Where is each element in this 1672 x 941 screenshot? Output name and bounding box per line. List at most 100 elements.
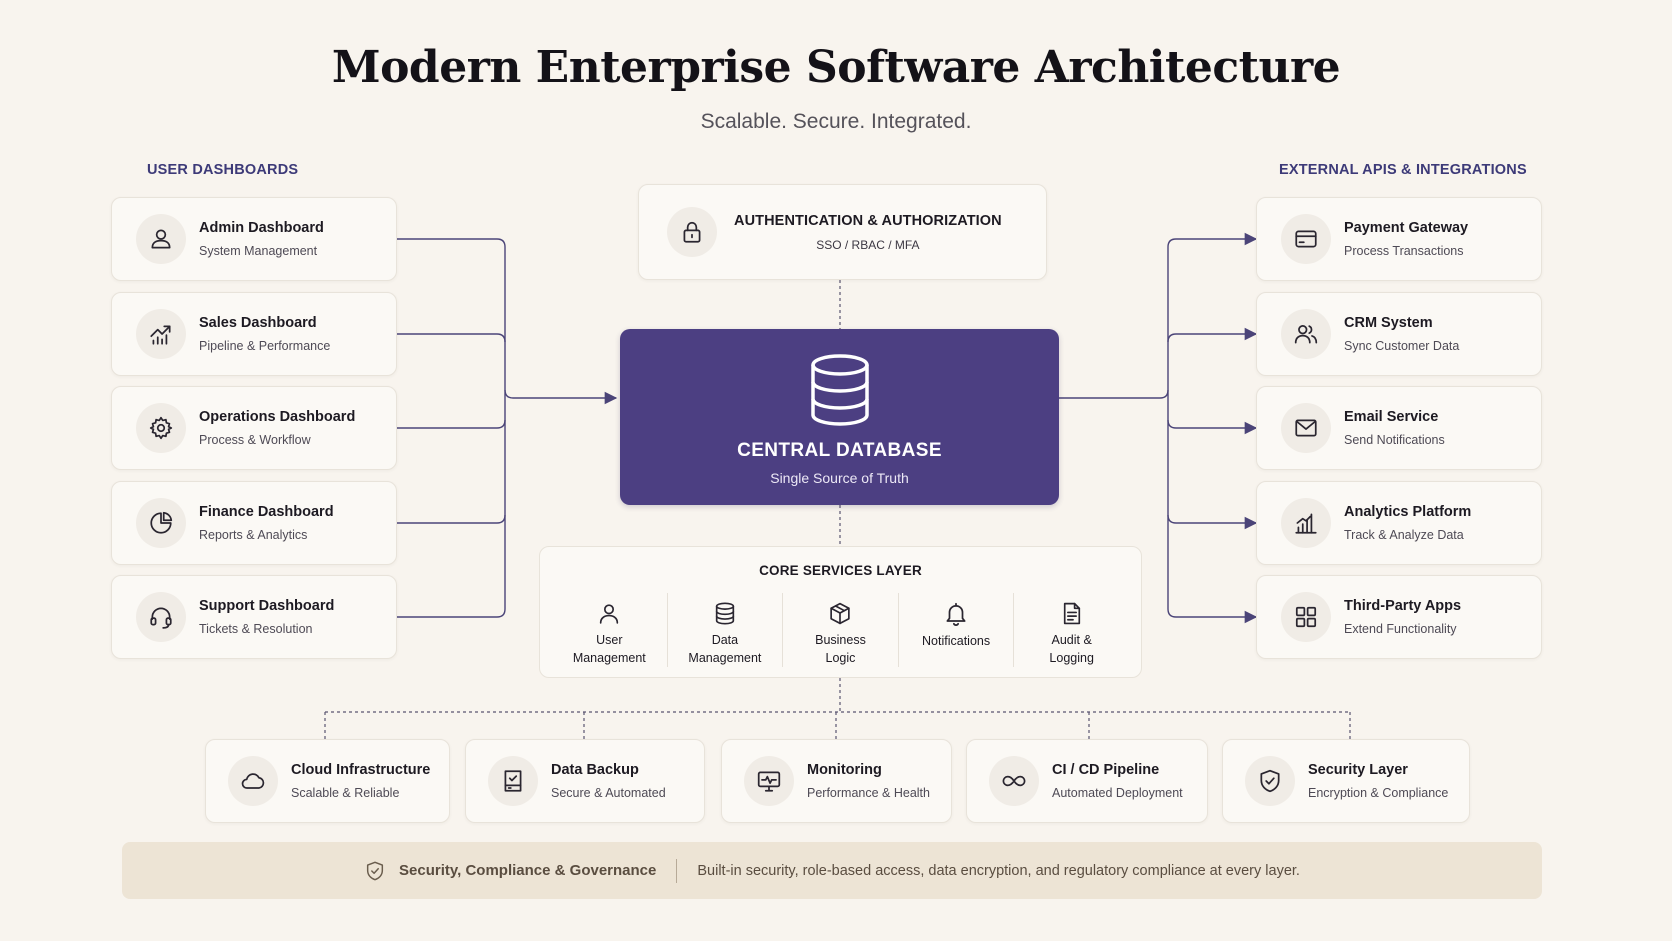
connector-finance-dashboard — [396, 514, 506, 524]
central-title: CENTRAL DATABASE — [737, 440, 942, 461]
shield-check-icon — [1245, 756, 1295, 806]
card-admin-dashboard[interactable]: Admin Dashboard System Management — [111, 197, 397, 281]
connector-payment-gateway — [1167, 232, 1258, 248]
core-item-label: User — [596, 633, 623, 647]
card-data-backup[interactable]: Data Backup Secure & Automated — [465, 739, 705, 823]
cloud-icon — [228, 756, 278, 806]
connector-dashboards-to-db — [504, 389, 618, 405]
card-monitoring[interactable]: Monitoring Performance & Health — [721, 739, 952, 823]
card-subtitle: Send Notifications — [1344, 433, 1445, 447]
backup-icon — [488, 756, 538, 806]
database-icon — [715, 602, 735, 625]
section-label-external-apis: EXTERNAL APIS & INTEGRATIONS — [1279, 162, 1527, 178]
core-item-audit-logging[interactable]: Audit & Logging — [1013, 593, 1129, 667]
footer-divider — [676, 858, 678, 883]
document-icon — [1063, 602, 1080, 625]
card-ci-cd-pipeline[interactable]: CI / CD Pipeline Automated Deployment — [966, 739, 1208, 823]
users-icon — [1281, 309, 1331, 359]
connector-db-to-trunk — [1059, 389, 1169, 399]
gear-icon — [136, 403, 186, 453]
page-subtitle: Scalable. Secure. Integrated. — [700, 110, 972, 133]
section-label-user-dashboards: USER DASHBOARDS — [147, 162, 299, 178]
footer-title: Security, Compliance & Governance — [399, 862, 657, 879]
card-subtitle: Secure & Automated — [551, 786, 666, 800]
card-title: Monitoring — [807, 762, 882, 778]
card-crm-system[interactable]: CRM System Sync Customer Data — [1256, 292, 1542, 376]
core-item-label: Audit & — [1051, 633, 1092, 647]
connector-analytics-platform — [1167, 514, 1258, 530]
card-security-layer[interactable]: Security Layer Encryption & Compliance — [1222, 739, 1470, 823]
card-payment-gateway[interactable]: Payment Gateway Process Transactions — [1256, 197, 1542, 281]
page-title: Modern Enterprise Software Architecture — [331, 42, 1341, 93]
card-analytics-platform[interactable]: Analytics Platform Track & Analyze Data — [1256, 481, 1542, 565]
card-email-service[interactable]: Email Service Send Notifications — [1256, 386, 1542, 470]
mail-icon — [1281, 403, 1331, 453]
card-subtitle: Sync Customer Data — [1344, 339, 1460, 353]
card-finance-dashboard[interactable]: Finance Dashboard Reports & Analytics — [111, 481, 397, 565]
cube-icon — [830, 602, 851, 625]
user-icon — [600, 604, 619, 624]
core-item-label: Data — [711, 633, 739, 647]
card-subtitle: Automated Deployment — [1052, 786, 1183, 800]
card-subtitle: Tickets & Resolution — [199, 622, 313, 636]
card-title: Data Backup — [551, 762, 639, 778]
card-subtitle: Performance & Health — [807, 786, 930, 800]
card-title: Security Layer — [1308, 762, 1408, 778]
central-subtitle: Single Source of Truth — [770, 470, 909, 486]
trend-chart-icon — [136, 309, 186, 359]
core-item-label: Logging — [1049, 651, 1094, 665]
card-title: CI / CD Pipeline — [1052, 762, 1160, 778]
connector-sales-dashboard — [396, 333, 506, 343]
card-support-dashboard[interactable]: Support Dashboard Tickets & Resolution — [111, 575, 397, 659]
monitor-icon — [744, 756, 794, 806]
shield-check-icon — [366, 861, 384, 880]
connector-third-party-apps — [1167, 608, 1258, 624]
connector-email-service — [1167, 419, 1258, 435]
core-item-label: Management — [572, 651, 646, 665]
bell-icon — [946, 602, 966, 626]
card-subtitle: Pipeline & Performance — [199, 339, 331, 353]
card-authentication[interactable]: AUTHENTICATION & AUTHORIZATION SSO / RBA… — [638, 184, 1047, 280]
headset-icon — [136, 592, 186, 642]
connector-support-dashboard — [396, 398, 506, 618]
footer-banner: Security, Compliance & Governance Built-… — [122, 842, 1542, 899]
card-title: Third-Party Apps — [1344, 598, 1462, 614]
card-title: CRM System — [1344, 315, 1433, 331]
card-title: Finance Dashboard — [199, 504, 334, 520]
core-title: CORE SERVICES LAYER — [759, 563, 922, 578]
card-subtitle: Process & Workflow — [199, 433, 311, 447]
auth-title: AUTHENTICATION & AUTHORIZATION — [734, 212, 1002, 229]
credit-card-icon — [1281, 214, 1331, 264]
card-title: Operations Dashboard — [199, 409, 356, 425]
central-database[interactable]: CENTRAL DATABASE Single Source of Truth — [620, 329, 1059, 505]
core-item-label: Logic — [825, 651, 856, 665]
connector-operations-dashboard — [396, 419, 506, 429]
card-operations-dashboard[interactable]: Operations Dashboard Process & Workflow — [111, 386, 397, 470]
card-third-party-apps[interactable]: Third-Party Apps Extend Functionality — [1256, 575, 1542, 659]
card-title: Payment Gateway — [1344, 220, 1469, 236]
core-item-notifications[interactable]: Notifications — [897, 593, 1014, 667]
card-sales-dashboard[interactable]: Sales Dashboard Pipeline & Performance — [111, 292, 397, 376]
card-subtitle: Track & Analyze Data — [1344, 528, 1464, 542]
grid-icon — [1281, 592, 1331, 642]
card-subtitle: Encryption & Compliance — [1308, 786, 1449, 800]
card-title: Email Service — [1344, 409, 1439, 425]
core-item-label: Notifications — [922, 634, 991, 648]
user-icon — [136, 214, 186, 264]
card-title: Support Dashboard — [199, 598, 335, 614]
card-subtitle: Process Transactions — [1344, 244, 1464, 258]
core-item-label: Business — [815, 633, 866, 647]
card-cloud-infrastructure[interactable]: Cloud Infrastructure Scalable & Reliable — [205, 739, 450, 823]
database-icon — [810, 354, 869, 426]
auth-subtitle: SSO / RBAC / MFA — [816, 237, 920, 252]
card-title: Cloud Infrastructure — [291, 762, 431, 778]
footer-text: Built-in security, role-based access, da… — [697, 862, 1300, 879]
card-subtitle: Scalable & Reliable — [291, 786, 400, 800]
connector-crm-system — [1167, 327, 1258, 343]
card-subtitle: System Management — [199, 244, 318, 258]
